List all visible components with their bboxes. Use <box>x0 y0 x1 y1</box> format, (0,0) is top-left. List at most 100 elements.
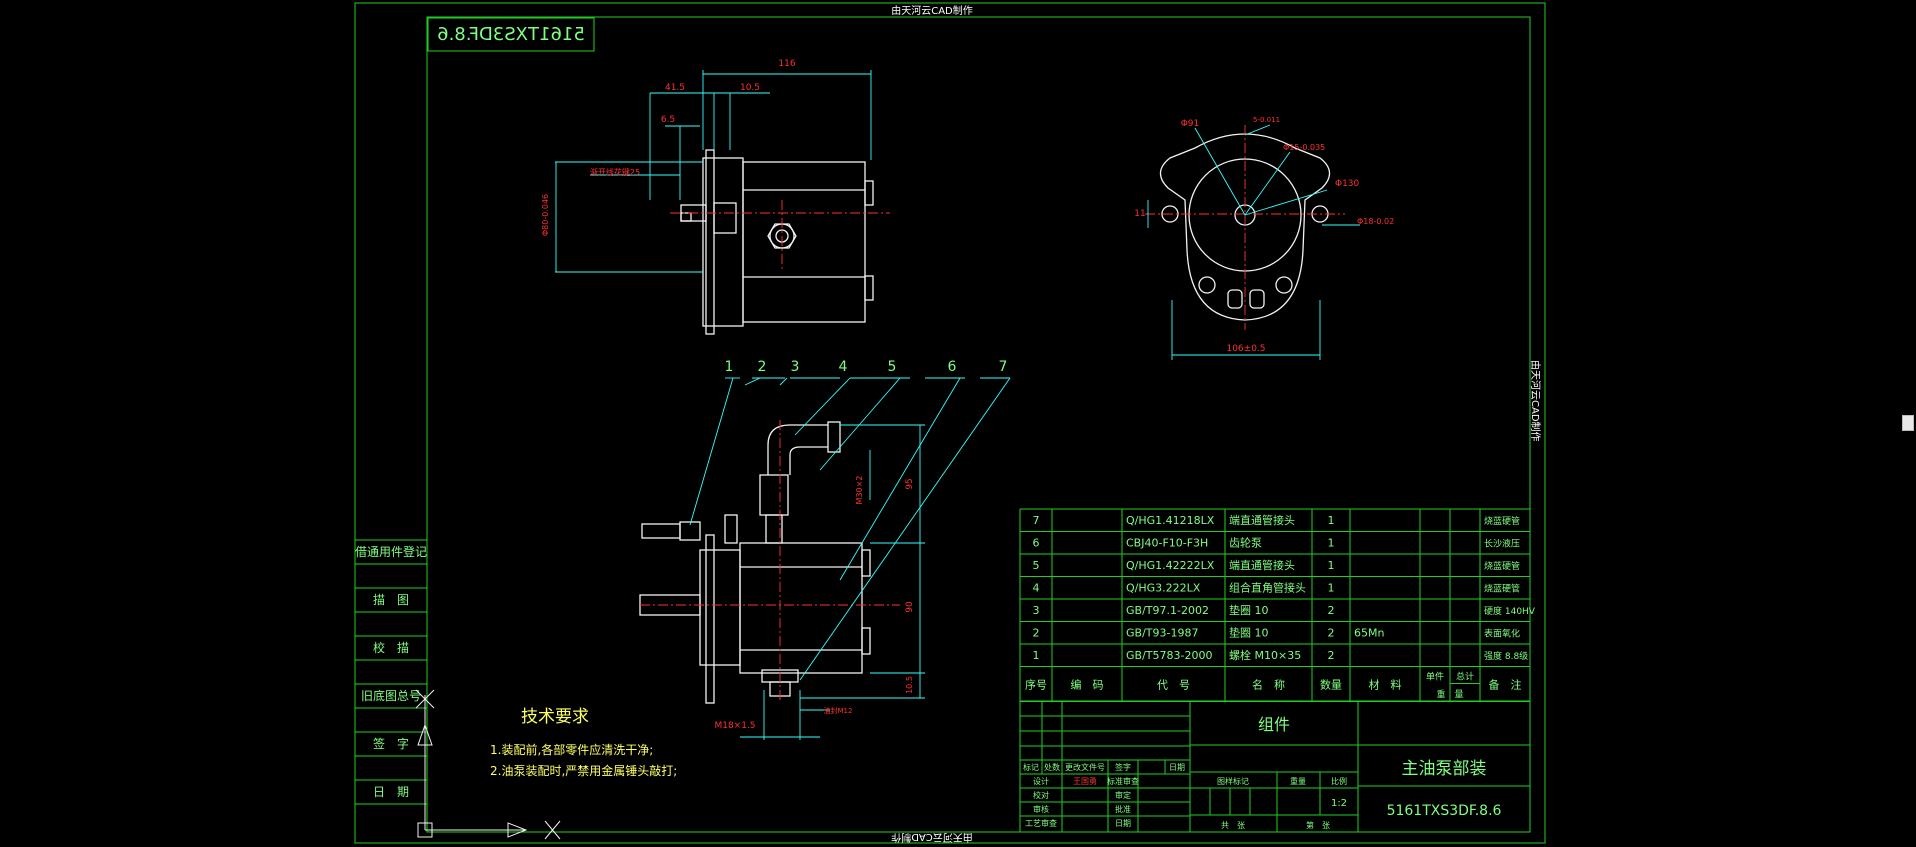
outer-frame <box>354 2 1546 844</box>
dim-phi80: Φ80-0.046 <box>541 194 550 236</box>
svg-text:日期: 日期 <box>1115 819 1131 828</box>
bom-cell-name: 齿轮泵 <box>1229 536 1262 550</box>
bom-cell-part: GB/T93-1987 <box>1126 627 1198 640</box>
tech-line-1: 1.装配前,各部零件应清洗干净; <box>490 742 653 757</box>
bom-cell-qty: 2 <box>1328 649 1335 662</box>
bom-header: 数量 <box>1320 679 1342 692</box>
dim-phi18: Φ18-0.02 <box>1357 217 1394 226</box>
bom-cell-part: Q/HG1.41218LX <box>1126 514 1215 527</box>
svg-text:审定: 审定 <box>1115 790 1131 800</box>
bom-cell-note: 表面氧化 <box>1484 628 1520 640</box>
dim-41-5: 41.5 <box>665 83 685 93</box>
svg-text:批准: 批准 <box>1115 804 1131 814</box>
callout-4: 4 <box>839 359 848 375</box>
dim-10-5-side: 10.5 <box>905 676 914 694</box>
bom-cell-part: CBJ40-F10-F3H <box>1126 537 1208 550</box>
bom-header: 材 料 <box>1369 678 1402 692</box>
bom-header: 编 码 <box>1071 678 1104 692</box>
code-box <box>427 17 595 52</box>
svg-text:更改文件号: 更改文件号 <box>1065 762 1105 772</box>
bom-cell-note: 烧蓝硬管 <box>1484 560 1520 572</box>
bom-cell-qty: 1 <box>1328 514 1335 527</box>
bom-cell-name: 组合直角管接头 <box>1229 581 1306 595</box>
bom-cell-no: 7 <box>1033 514 1040 527</box>
callout-2: 2 <box>758 359 767 375</box>
reg-label: 借通用件登记 <box>355 544 427 559</box>
reg-label: 描 图 <box>373 593 409 607</box>
bom-cell-qty: 2 <box>1328 627 1335 640</box>
watermark-top: 由天河云CAD制作 <box>891 4 973 17</box>
bom-cell-name: 端直通管接头 <box>1229 513 1295 527</box>
bom-cell-note: 烧蓝硬管 <box>1484 515 1520 527</box>
reg-label: 校 描 <box>373 640 409 655</box>
dim-90: 90 <box>905 601 915 613</box>
bom-cell-name: 端直通管接头 <box>1229 558 1295 572</box>
svg-text:标记: 标记 <box>1023 762 1039 772</box>
reg-label: 旧底图总号 <box>361 688 421 703</box>
svg-text:标准审查: 标准审查 <box>1107 776 1139 786</box>
dim-10-5: 10.5 <box>740 83 760 93</box>
callout-3: 3 <box>791 359 800 375</box>
callout-7: 7 <box>999 359 1008 375</box>
bom-cell-note: 硬度 140HV <box>1484 605 1536 617</box>
svg-text:签字: 签字 <box>1115 762 1131 772</box>
bom-cell-no: 6 <box>1033 537 1040 550</box>
bom-header: 单件 <box>1426 671 1444 683</box>
bom-cell-qty: 1 <box>1328 559 1335 572</box>
bom-header: 总计 <box>1456 671 1474 683</box>
mirrored-code: 5161TXS3DF.8.6 <box>437 24 585 45</box>
reg-label: 日 期 <box>373 785 409 799</box>
bom-header: 名 称 <box>1252 678 1285 692</box>
scale-value: 1:2 <box>1331 798 1347 809</box>
dim-phi91: Φ91 <box>1181 119 1200 129</box>
watermark-bottom: 由天河云CAD制作 <box>891 831 973 844</box>
svg-text:设计: 设计 <box>1033 776 1049 786</box>
svg-text:第 张: 第 张 <box>1306 820 1330 830</box>
bom-cell-no: 1 <box>1033 649 1040 662</box>
ucs-icon <box>415 689 561 840</box>
callout-1: 1 <box>725 359 734 375</box>
svg-text:重量: 重量 <box>1290 776 1306 786</box>
callout-6: 6 <box>948 359 957 375</box>
vertical-scrollbar-thumb[interactable] <box>1902 415 1914 431</box>
bom-cell-part: GB/T5783-2000 <box>1126 649 1212 662</box>
dim-6-5: 6.5 <box>661 115 675 125</box>
svg-text:比例: 比例 <box>1331 776 1347 786</box>
dim-106: 106±0.5 <box>1226 344 1265 354</box>
bom-cell-qty: 2 <box>1328 604 1335 617</box>
dim-spline: 渐开线花键25 <box>590 167 640 177</box>
bom-cell-name: 垫圈 10 <box>1229 626 1269 640</box>
dim-11: 11 <box>1134 209 1145 219</box>
side-view: 1 2 3 4 5 6 7 M30×2 95 90 10.5 M18×1.5 油… <box>639 359 1011 740</box>
left-register-column: 借通用件登记 描 图 校 描 旧底图总号 签 字 日 期 <box>355 539 427 805</box>
reg-label: 签 字 <box>373 736 409 751</box>
dim-95: 95 <box>905 478 915 489</box>
dim-116: 116 <box>778 59 795 69</box>
inner-frame <box>426 16 1531 833</box>
bom-cell-name: 垫圈 10 <box>1229 603 1269 617</box>
svg-text:工艺审查: 工艺审查 <box>1025 818 1057 828</box>
bom-cell-note: 强度 8.8级 <box>1484 650 1528 662</box>
dim-tol2: Φ15-0.035 <box>1283 143 1325 152</box>
watermark-side: 由天河云CAD制作 <box>1529 360 1542 442</box>
front-view: 116 41.5 10.5 6.5 渐开线花键25 Φ80-0.046 <box>541 59 890 335</box>
drawing-number: 5161TXS3DF.8.6 <box>1387 803 1502 819</box>
bom-cell-name: 螺栓 M10×35 <box>1229 648 1301 662</box>
group-label: 组件 <box>1258 715 1290 734</box>
tech-title: 技术要求 <box>521 707 589 727</box>
bom-header: 重 量 <box>1436 689 1463 701</box>
bom-header: 代 号 <box>1157 679 1190 692</box>
bom-cell-no: 3 <box>1033 604 1040 617</box>
bom-cell-no: 2 <box>1033 627 1040 640</box>
bom-cell-part: GB/T97.1-2002 <box>1126 604 1209 617</box>
dim-tol1: 5-0.011 <box>1253 116 1280 124</box>
callout-5: 5 <box>888 359 897 375</box>
title-block: 标记 处数 更改文件号 签字 日期 设计 王国勇 标准审查 校对 审定 审核 批… <box>1019 700 1531 833</box>
dim-m30: M30×2 <box>855 476 864 505</box>
bom-cell-material: 65Mn <box>1354 627 1384 640</box>
drawing-title: 主油泵部装 <box>1402 759 1487 779</box>
svg-text:处数: 处数 <box>1044 762 1060 772</box>
svg-text:日期: 日期 <box>1169 763 1185 772</box>
bom-cell-note: 长沙液压 <box>1484 538 1520 550</box>
